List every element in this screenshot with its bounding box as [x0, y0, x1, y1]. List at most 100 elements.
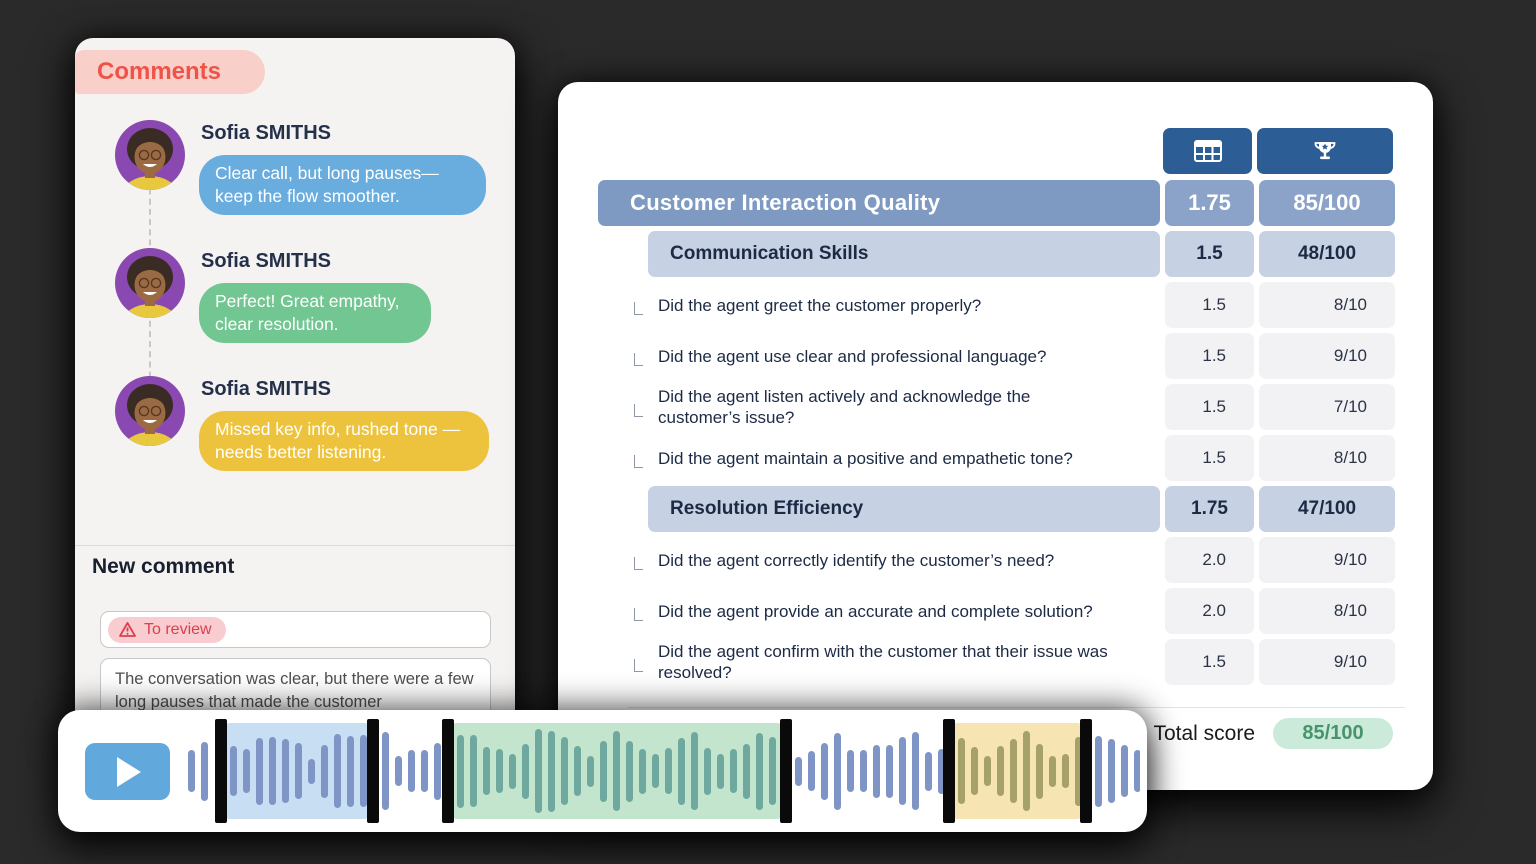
sub-item-corner-icon [634, 659, 643, 672]
play-icon [116, 756, 141, 787]
waveform-bar [201, 741, 208, 801]
segment-boundary-handle[interactable] [780, 719, 792, 823]
waveform-bar [997, 746, 1004, 796]
avatar [115, 376, 185, 446]
divider [628, 707, 1405, 708]
total-score-label: Total score [1153, 721, 1255, 745]
weight-cell: 1.5 [1165, 231, 1254, 277]
comment-bubble: Perfect! Great empathy, clear resolution… [199, 283, 431, 343]
waveform-bar [769, 737, 776, 805]
score-cell: 48/100 [1259, 231, 1395, 277]
comment-status-select[interactable]: To review [100, 611, 491, 648]
question-row-label: Did the agent provide an accurate and co… [598, 588, 1160, 634]
sub-item-corner-icon [634, 302, 643, 315]
total-score-badge: 85/100 [1273, 718, 1393, 749]
question-row-label: Did the agent use clear and professional… [598, 333, 1160, 379]
weight-cell: 2.0 [1165, 537, 1254, 583]
waveform-bar [756, 732, 763, 810]
waveform-bar [886, 744, 893, 798]
score-cell: 47/100 [1259, 486, 1395, 532]
waveform-bar [434, 742, 441, 800]
waveform-bar [1108, 739, 1115, 803]
waveform-bar [282, 739, 289, 803]
comments-title: Comments [97, 58, 222, 85]
waveform-bar [626, 740, 633, 802]
score-cell: 85/100 [1259, 180, 1395, 226]
segment-boundary-handle[interactable] [1080, 719, 1092, 823]
avatar [115, 248, 185, 318]
play-button[interactable] [85, 743, 170, 800]
waveform-bar [704, 747, 711, 795]
waveform-bar [457, 734, 464, 808]
waveform-bar [347, 735, 354, 807]
waveform-bar [873, 744, 880, 798]
category-row-label: Communication Skills [648, 231, 1160, 277]
waveform-bar [639, 748, 646, 794]
waveform-bar [912, 732, 919, 810]
audio-waveform[interactable] [185, 719, 1140, 823]
score-column-button[interactable] [1257, 128, 1393, 174]
waveform-bar [834, 732, 841, 810]
avatar [115, 120, 185, 190]
comment-bubble: Clear call, but long pauses—keep the flo… [199, 155, 486, 215]
waveform-bar [717, 753, 724, 789]
score-cell: 8/10 [1259, 282, 1395, 328]
waveform-segment [379, 723, 442, 819]
waveform-bar [899, 737, 906, 805]
waveform-bar [1010, 739, 1017, 803]
waveform-bar [334, 734, 341, 808]
status-badge: To review [108, 616, 226, 643]
weight-cell: 1.5 [1165, 282, 1254, 328]
scorecard-section-header: Customer Interaction Quality [598, 180, 1160, 226]
segment-boundary-handle[interactable] [215, 719, 227, 823]
waveform-bar [587, 755, 594, 787]
waveform-bar [1062, 754, 1069, 788]
waveform-bar [600, 740, 607, 802]
audio-player [58, 710, 1147, 832]
waveform-bar [795, 756, 802, 786]
segment-boundary-handle[interactable] [943, 719, 955, 823]
waveform-bar [421, 750, 428, 792]
total-score-row: Total score 85/100 [1153, 718, 1393, 749]
waveform-bar [678, 737, 685, 805]
weight-cell: 1.5 [1165, 639, 1254, 685]
waveform-bar [256, 737, 263, 805]
waveform-bar [1121, 745, 1128, 797]
question-row-label: Did the agent maintain a positive and em… [598, 435, 1160, 481]
waveform-segment [792, 723, 943, 819]
waveform-bar [1036, 743, 1043, 799]
divider [75, 545, 515, 546]
score-cell: 9/10 [1259, 639, 1395, 685]
weight-column-button[interactable] [1163, 128, 1252, 174]
waveform-bar [230, 746, 237, 796]
waveform-bar [1075, 736, 1080, 806]
waveform-bar [574, 746, 581, 796]
weight-cell: 1.75 [1165, 180, 1254, 226]
sub-item-corner-icon [634, 404, 643, 417]
waveform-bar [1095, 735, 1102, 807]
waveform-bar [483, 747, 490, 795]
waveform-bar [321, 744, 328, 798]
waveform-bar [1049, 755, 1056, 787]
waveform-bar [408, 750, 415, 792]
waveform-segment [1092, 723, 1140, 819]
weight-cell: 2.0 [1165, 588, 1254, 634]
score-cell: 9/10 [1259, 537, 1395, 583]
segment-boundary-handle[interactable] [367, 719, 379, 823]
waveform-bar [243, 749, 250, 793]
waveform-bar [1134, 750, 1140, 792]
sub-item-corner-icon [634, 455, 643, 468]
waveform-bar [613, 731, 620, 811]
waveform-bar [984, 756, 991, 786]
waveform-bar [730, 749, 737, 793]
segment-boundary-handle[interactable] [442, 719, 454, 823]
waveform-bar [743, 743, 750, 799]
new-comment-heading: New comment [92, 555, 235, 578]
waveform-bar [860, 750, 867, 792]
comment-bubble: Missed key info, rushed tone —needs bett… [199, 411, 489, 471]
waveform-bar [938, 748, 943, 794]
waveform-bar [308, 758, 315, 784]
